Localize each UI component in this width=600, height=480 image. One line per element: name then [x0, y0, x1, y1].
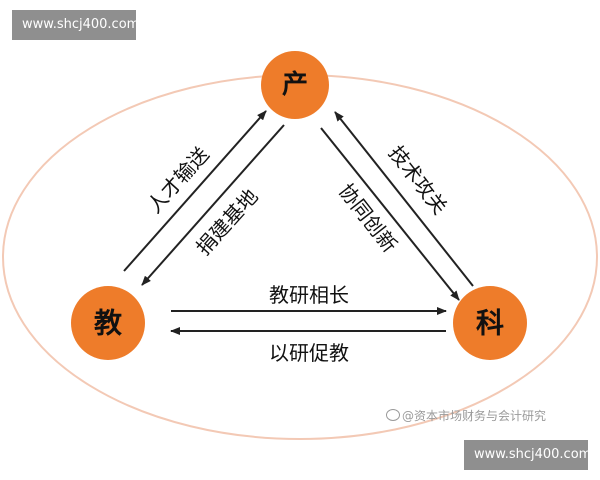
- edge-label-right-inner: 协同创新: [334, 179, 402, 257]
- arrow-left-outer: [123, 110, 267, 272]
- edge-label-bottom-top: 教研相长: [269, 283, 349, 307]
- watermark-bottom: www.shcj400.com: [464, 440, 591, 470]
- edge-label-bottom-bottom: 以研促教: [269, 341, 349, 365]
- arrow-right-inner: [320, 127, 460, 301]
- edge-label-left-inner: 捐建基地: [191, 184, 262, 260]
- node-right-label: 科: [476, 307, 504, 340]
- arrow-left-inner: [141, 124, 285, 286]
- weibo-icon: [386, 409, 400, 421]
- edge-label-left-outer: 人才输送: [142, 142, 213, 218]
- source-credit-text: @资本市场财务与会计研究: [402, 409, 547, 423]
- edge-label-right-outer: 技术攻关: [384, 141, 452, 219]
- arrow-right-outer: [334, 111, 474, 287]
- node-right-circle: [453, 286, 527, 360]
- node-top-label: 产: [282, 70, 308, 100]
- node-left-circle: [71, 286, 145, 360]
- node-left-label: 教: [94, 307, 122, 340]
- source-credit: @资本市场财务与会计研究: [386, 407, 546, 424]
- outer-ellipse: [2, 74, 598, 440]
- node-top-circle: [261, 51, 329, 119]
- watermark-top: www.shcj400.com: [12, 10, 139, 40]
